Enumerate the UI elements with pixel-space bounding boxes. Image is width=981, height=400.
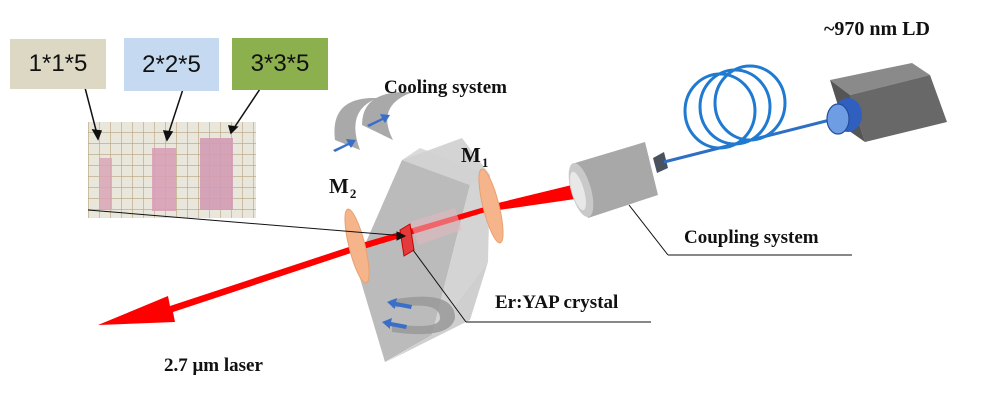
- crystal-sample-small: [99, 158, 112, 210]
- mirror-m1-main: M: [461, 143, 481, 167]
- mirror-m1: [478, 168, 504, 244]
- mirror-m2: [344, 208, 370, 284]
- leader-lines: [87, 204, 852, 323]
- crystal-sample-large: [200, 138, 233, 210]
- cooling-flow-arrows: [333, 114, 412, 329]
- output-laser-arrow: [98, 245, 357, 325]
- mirror-m1-sub: 1: [481, 155, 489, 170]
- pump-beam: [498, 183, 582, 210]
- coupling-system-label: Coupling system: [684, 227, 819, 248]
- crystal-photo: [88, 122, 256, 218]
- crystal-sample-medium: [152, 148, 176, 211]
- mirror-m2-sub: 2: [349, 186, 357, 201]
- mirror-m2-main: M: [329, 174, 349, 198]
- flow-arrow-icon: [387, 298, 412, 309]
- pump-source-label: ~970 nm LD: [824, 18, 930, 40]
- crystal-size-2: 2*2*5: [124, 38, 219, 91]
- er-yap-crystal: [399, 208, 462, 257]
- mirror-m1-label: M1: [461, 143, 488, 171]
- flow-arrow-icon: [382, 318, 407, 329]
- flow-arrow-icon: [367, 114, 390, 127]
- laser-diode: [826, 63, 947, 142]
- crystal-size-3: 3*3*5: [232, 38, 328, 90]
- coupling-lens-barrel: [568, 142, 668, 218]
- cooling-pipe-in-icon-2: [362, 92, 413, 140]
- crystal-label: Er:YAP crystal: [495, 292, 619, 313]
- flow-arrow-icon: [333, 139, 356, 152]
- fiber: [663, 64, 831, 164]
- cooling-pipe-in-icon: [334, 98, 378, 150]
- output-laser-label: 2.7 μm laser: [164, 355, 263, 376]
- mirror-m2-label: M2: [329, 174, 356, 202]
- cooling-system-label: Cooling system: [384, 77, 507, 98]
- crystal-size-1: 1*1*5: [10, 39, 106, 89]
